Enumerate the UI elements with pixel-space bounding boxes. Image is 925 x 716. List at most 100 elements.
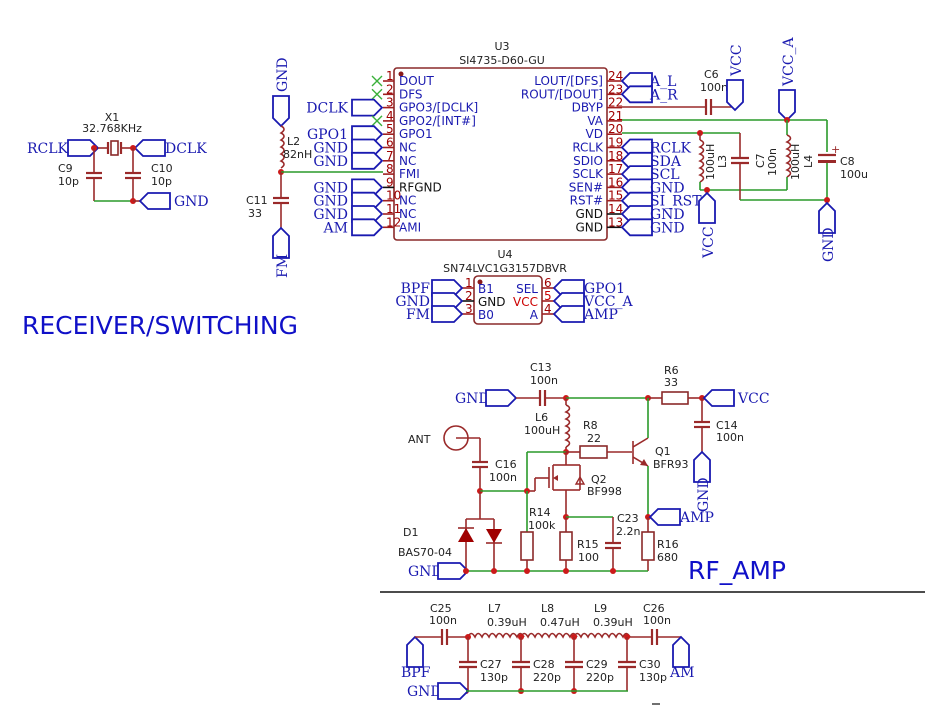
l2-value: 82nH xyxy=(283,148,312,161)
fm-port[interactable] xyxy=(272,227,290,259)
r8-value: 22 xyxy=(587,432,601,445)
crystal-gnd-port[interactable] xyxy=(139,192,171,210)
pin-number: 11 xyxy=(386,202,401,216)
pin-number: 19 xyxy=(608,136,623,150)
c11-value: 33 xyxy=(248,207,262,220)
pin-name: NC xyxy=(399,154,416,168)
svg-text:+: + xyxy=(831,143,840,156)
net-label: SDA xyxy=(650,154,682,170)
c30-value: 130p xyxy=(639,671,667,684)
pin-name: SEN# xyxy=(569,180,603,194)
l3-inductor xyxy=(698,139,705,183)
r16-value: 680 xyxy=(657,551,678,564)
u4-right-port-4[interactable] xyxy=(553,305,585,323)
net-label: GND xyxy=(650,207,685,223)
pin-number: 2 xyxy=(465,289,473,303)
r8-ref: R8 xyxy=(583,419,598,432)
rf-gnd-top-port[interactable] xyxy=(485,389,517,407)
net-label: A_R xyxy=(649,87,678,103)
crystal-section: X1 32.768KHz RCLK DCLK GND C9 10p C10 10… xyxy=(27,111,209,210)
vcca-port[interactable] xyxy=(778,89,796,121)
u3-right-port-23[interactable] xyxy=(621,85,653,104)
r8-resistor xyxy=(579,445,608,459)
net-label: AM xyxy=(323,220,348,236)
filter-gnd-port[interactable] xyxy=(437,682,469,700)
r16-ref: R16 xyxy=(657,538,679,551)
u3-left-port-7[interactable] xyxy=(351,151,383,170)
pin-name: ROUT/[DOUT] xyxy=(521,87,603,101)
u3-left-port-3[interactable] xyxy=(351,98,383,117)
u3-right-port-13[interactable] xyxy=(621,218,653,237)
crystal-x1 xyxy=(110,140,119,156)
pin-number: 18 xyxy=(608,149,623,163)
pin-number: 5 xyxy=(386,122,394,136)
u4-left-port-3[interactable] xyxy=(431,305,463,323)
pin-name: RST# xyxy=(570,194,603,208)
bpf-port[interactable] xyxy=(406,636,424,668)
am-port[interactable] xyxy=(672,636,690,668)
crystal-gnd-label: GND xyxy=(174,194,209,210)
u3-left-port-12[interactable] xyxy=(351,218,383,237)
pin-number: 14 xyxy=(608,202,623,216)
net-label: SCL xyxy=(650,167,680,183)
net-label: RCLK xyxy=(650,141,692,157)
am-label: AM xyxy=(669,665,694,681)
l7-ref: L7 xyxy=(488,602,501,615)
l6-inductor xyxy=(564,404,571,448)
filter-section: BPF C25 100n C26 100n AM L7 0.39uH L8 0.… xyxy=(401,602,694,705)
x1-value: 32.768KHz xyxy=(82,122,142,135)
pin-name: A xyxy=(530,308,539,322)
bpf-label: BPF xyxy=(401,665,431,681)
net-label: GND xyxy=(313,180,348,196)
pin-name: GND xyxy=(575,220,603,234)
pin-name: VD xyxy=(586,127,603,141)
dclk-net-label: DCLK xyxy=(165,141,207,157)
c8-value: 100u xyxy=(840,168,868,181)
rf-gnd-bottom-label: GND xyxy=(408,564,443,580)
net-label: GND xyxy=(313,194,348,210)
pin-number: 16 xyxy=(608,175,623,189)
dclk-port[interactable] xyxy=(134,139,166,157)
receiver-section-title: RECEIVER/SWITCHING xyxy=(22,311,298,340)
c6-ref: C6 xyxy=(704,68,719,81)
u3-body xyxy=(393,67,608,241)
pin-number: 7 xyxy=(386,149,394,163)
net-label: FM xyxy=(406,307,430,323)
net-label: GND xyxy=(313,207,348,223)
net-label: GPO1 xyxy=(307,127,348,143)
d1-value: BAS70-04 xyxy=(398,546,452,559)
vcc-top-port[interactable] xyxy=(726,79,744,111)
net-label: GND xyxy=(313,141,348,157)
rf-vcc-port[interactable] xyxy=(703,389,735,407)
net-label: VCC_A xyxy=(583,294,634,310)
fm-gnd-port[interactable] xyxy=(272,95,290,127)
filter-gnd-label: GND xyxy=(407,684,442,700)
l4-value: 100uH xyxy=(789,144,802,180)
vcc-bottom-port[interactable] xyxy=(698,192,716,224)
amp-port[interactable] xyxy=(649,508,681,526)
pin-name: VA xyxy=(587,114,603,128)
r15-resistor xyxy=(559,531,573,561)
fm-gnd-label: GND xyxy=(275,57,291,92)
vcc-top-label: VCC xyxy=(729,44,745,77)
c7-value: 100n xyxy=(766,148,779,176)
pin-number: 3 xyxy=(386,96,394,110)
l8-inductor xyxy=(520,632,578,639)
l9-ref: L9 xyxy=(594,602,607,615)
